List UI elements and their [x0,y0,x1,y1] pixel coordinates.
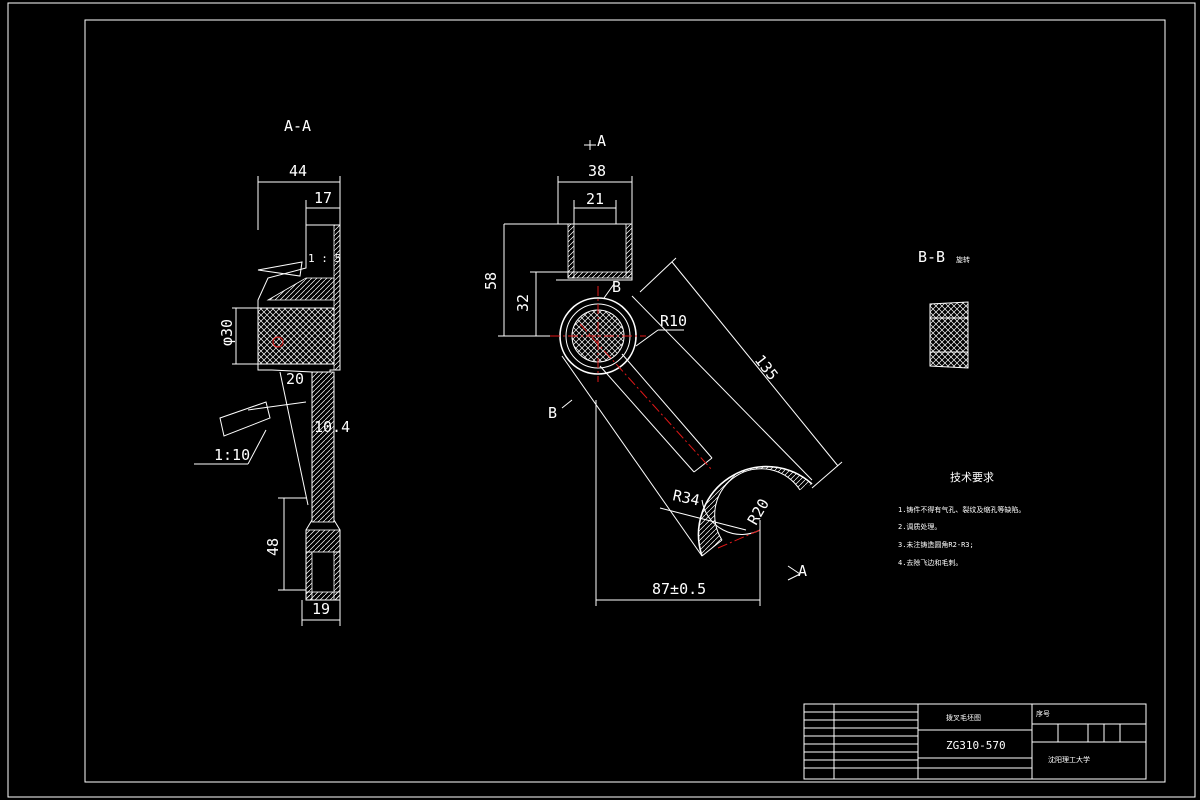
section-mark-a-bottom: A [798,562,807,580]
dim-20: 20 [286,370,304,388]
inner-border [84,19,1166,783]
main-view: A 38 21 58 32 B B [482,132,843,606]
dim-taper: 1 : 5 [308,252,341,265]
section-aa-title: A-A [284,117,311,135]
section-mark-b-left: B [548,404,557,422]
dim-44: 44 [289,162,307,180]
dim-32: 32 [514,294,532,312]
dim-104: 10.4 [314,418,350,436]
tech-req-item: 3.未注铸造圆角R2-R3; [898,540,974,549]
dim-1-10: 1:10 [214,446,250,464]
section-bb-suffix: 旋转 [956,255,970,264]
title-school: 沈阳理工大学 [1048,755,1090,764]
dim-38: 38 [588,162,606,180]
tech-requirements: 技术要求 1.铸件不得有气孔、裂纹及缩孔等缺陷。 2.调质处理。 3.未注铸造圆… [898,471,1025,567]
dim-r10: R10 [660,312,687,330]
tech-req-item: 2.调质处理。 [898,522,941,531]
section-mark-b-top: B [612,278,621,296]
dim-87: 87±0.5 [652,580,706,598]
dim-phi30: φ30 [218,319,236,346]
dim-135: 135 [751,351,782,383]
dim-r34: R34 [671,486,701,509]
dim-21: 21 [586,190,604,208]
section-aa-view: A-A 44 17 1 : 5 φ30 [194,117,350,626]
title-seq-label: 序号 [1036,709,1050,718]
section-bb-view: B-B 旋转 [918,248,970,369]
tech-req-item: 4.去除飞边和毛刺。 [898,558,962,567]
section-mark-a-top: A [597,132,606,150]
section-aa-hole-hatch [257,307,335,365]
outer-border [7,2,1196,798]
dim-r20: R20 [744,496,773,528]
dim-17: 17 [314,189,332,207]
section-bb-title: B-B [918,248,945,266]
tech-req-item: 1.铸件不得有气孔、裂纹及缩孔等缺陷。 [898,505,1025,514]
dim-48: 48 [264,538,282,556]
dim-19: 19 [312,600,330,618]
tech-req-title: 技术要求 [950,471,994,484]
dim-58: 58 [482,272,500,290]
title-block: 拨叉毛坯图 ZG310-570 序号 沈阳理工大学 [803,703,1147,780]
title-part-name: 拨叉毛坯图 [946,713,981,722]
title-material: ZG310-570 [946,739,1006,752]
